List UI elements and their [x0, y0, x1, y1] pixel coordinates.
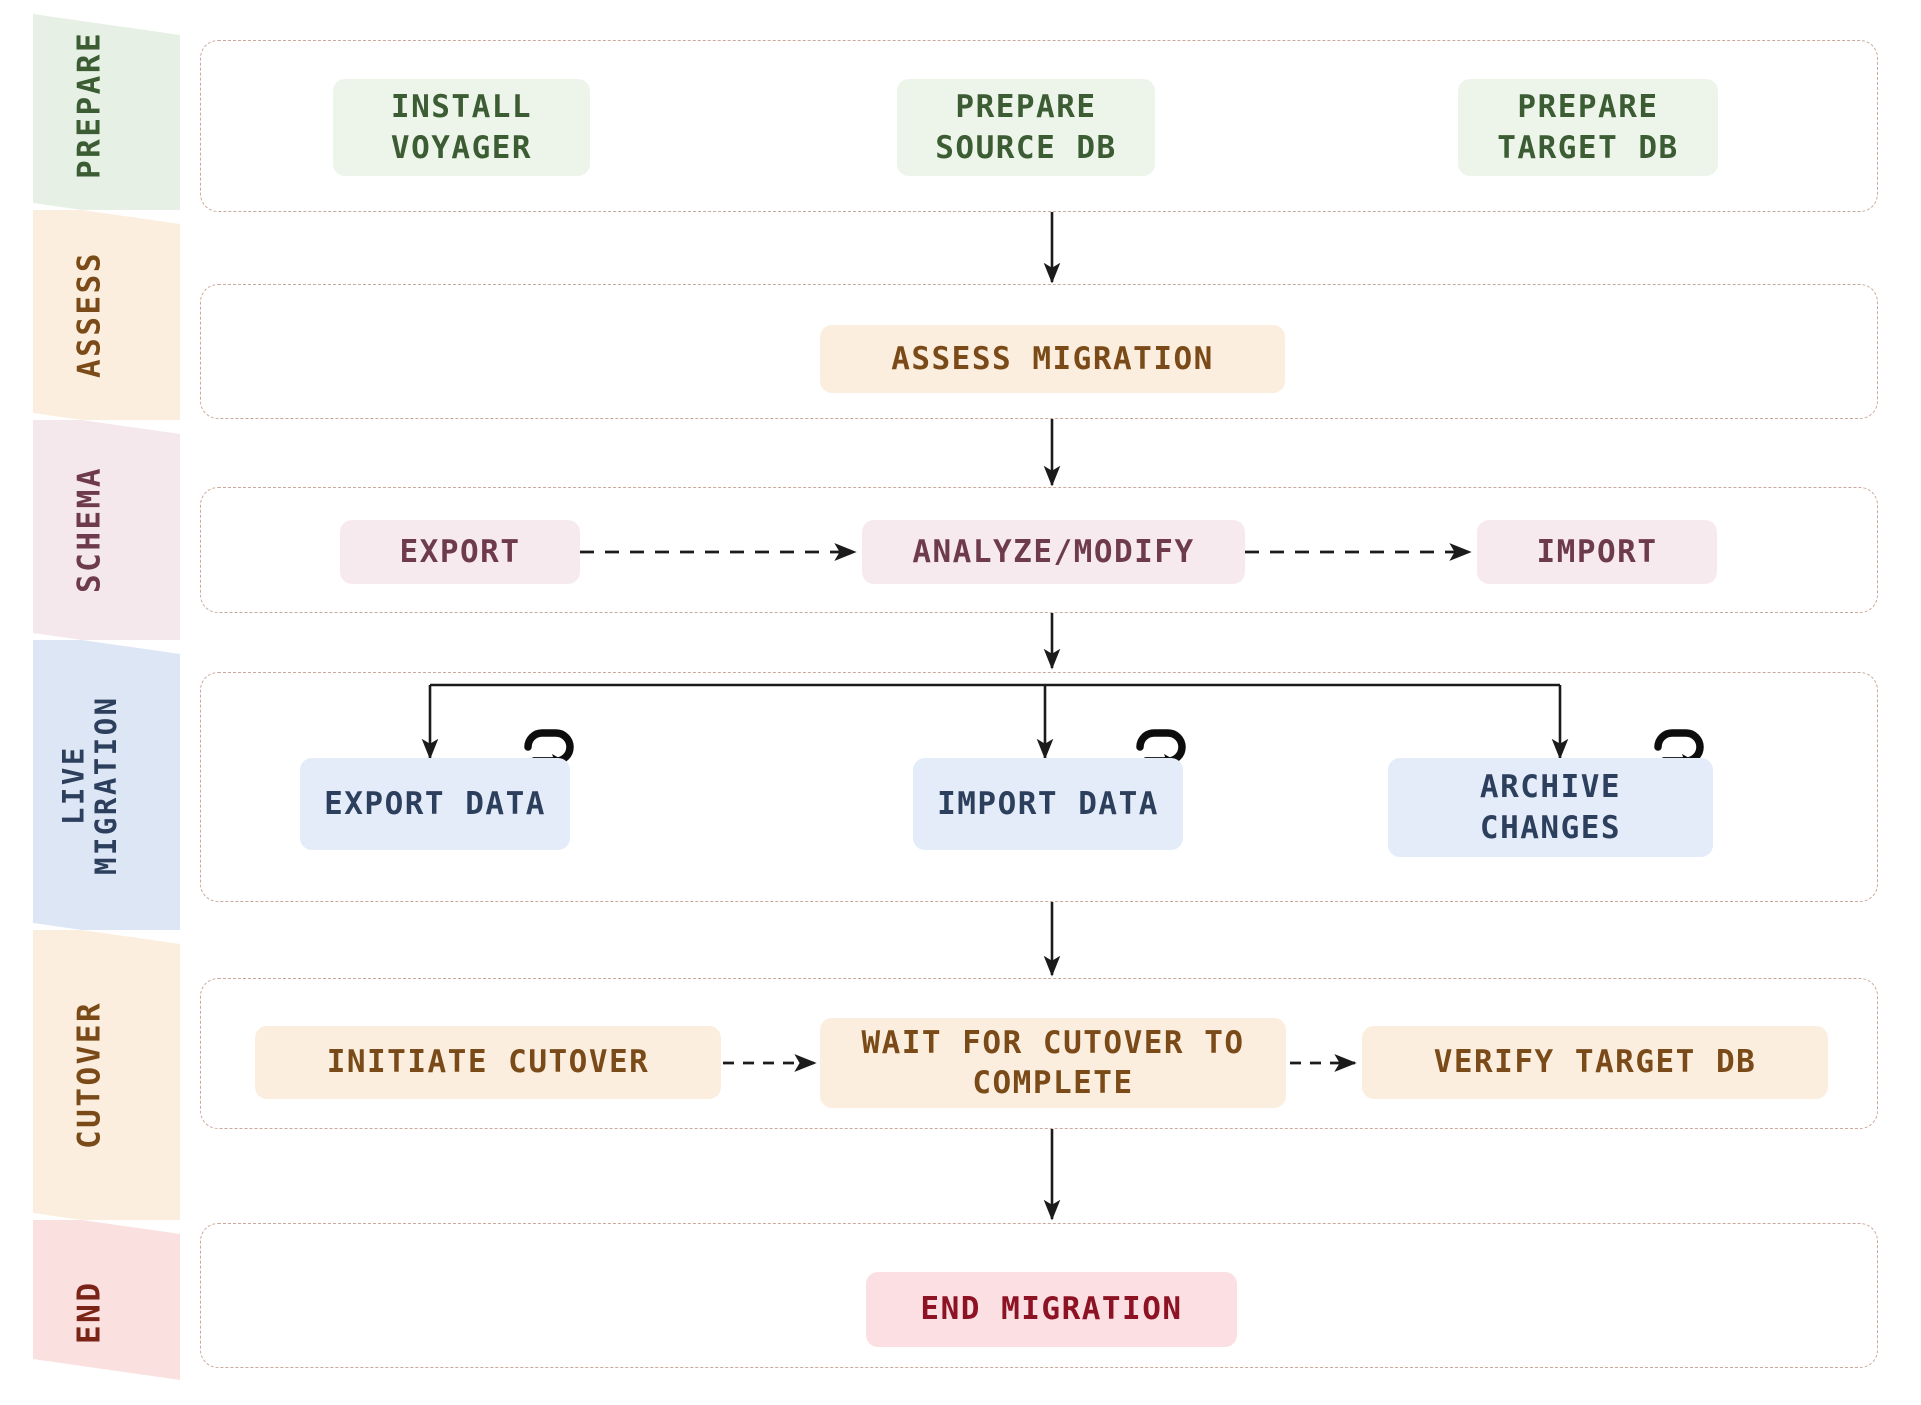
- node-prepare-target-db[interactable]: PREPARE TARGET DB: [1458, 79, 1718, 176]
- phase-band-assess-shape: [33, 210, 180, 420]
- phase-band-end-shape: [33, 1220, 180, 1380]
- lane-cutover: [200, 978, 1878, 1129]
- node-verify-target-db[interactable]: VERIFY TARGET DB: [1362, 1026, 1828, 1099]
- node-schema-import[interactable]: IMPORT: [1477, 520, 1717, 584]
- phase-band-live-migration: LIVE MIGRATION: [0, 640, 180, 930]
- lane-schema: [200, 487, 1878, 613]
- phase-band-end: END: [0, 1220, 180, 1405]
- phase-band-live-migration-shape: [33, 640, 180, 930]
- phase-label-prepare: PREPARE: [71, 30, 108, 180]
- phase-label-schema: SCHEMA: [71, 466, 108, 594]
- phase-band-cutover: CUTOVER: [0, 930, 180, 1220]
- node-install-voyager[interactable]: INSTALL VOYAGER: [333, 79, 590, 176]
- lane-end: [200, 1223, 1878, 1368]
- node-assess-migration[interactable]: ASSESS MIGRATION: [820, 325, 1285, 393]
- node-prepare-source-db[interactable]: PREPARE SOURCE DB: [897, 79, 1155, 176]
- node-schema-export[interactable]: EXPORT: [340, 520, 580, 584]
- phase-label-cutover: CUTOVER: [71, 1000, 108, 1150]
- node-export-data[interactable]: EXPORT DATA: [300, 758, 570, 850]
- phase-band-cutover-shape: [33, 930, 180, 1220]
- phase-band-prepare: PREPARE: [0, 0, 180, 210]
- node-archive-changes[interactable]: ARCHIVE CHANGES: [1388, 758, 1713, 857]
- phase-band-schema-shape: [33, 420, 180, 640]
- phase-label-end: END: [71, 1280, 108, 1345]
- lane-prepare: [200, 40, 1878, 212]
- node-schema-analyze-modify[interactable]: ANALYZE/MODIFY: [862, 520, 1245, 584]
- lane-live-migration: [200, 672, 1878, 902]
- node-import-data[interactable]: IMPORT DATA: [913, 758, 1183, 850]
- phase-band-schema: SCHEMA: [0, 420, 180, 640]
- phase-label-assess: ASSESS: [71, 251, 108, 379]
- node-wait-for-cutover[interactable]: WAIT FOR CUTOVER TO COMPLETE: [820, 1018, 1286, 1108]
- node-initiate-cutover[interactable]: INITIATE CUTOVER: [255, 1026, 721, 1099]
- phase-rail: PREPARE ASSESS SCHEMA LIVE MIGRATION CUT…: [0, 0, 180, 1405]
- phase-label-live-migration: LIVE MIGRATION: [56, 695, 123, 875]
- node-end-migration[interactable]: END MIGRATION: [866, 1272, 1237, 1347]
- phase-band-assess: ASSESS: [0, 210, 180, 420]
- phase-band-prepare-shape: [33, 14, 180, 210]
- lane-assess: [200, 284, 1878, 419]
